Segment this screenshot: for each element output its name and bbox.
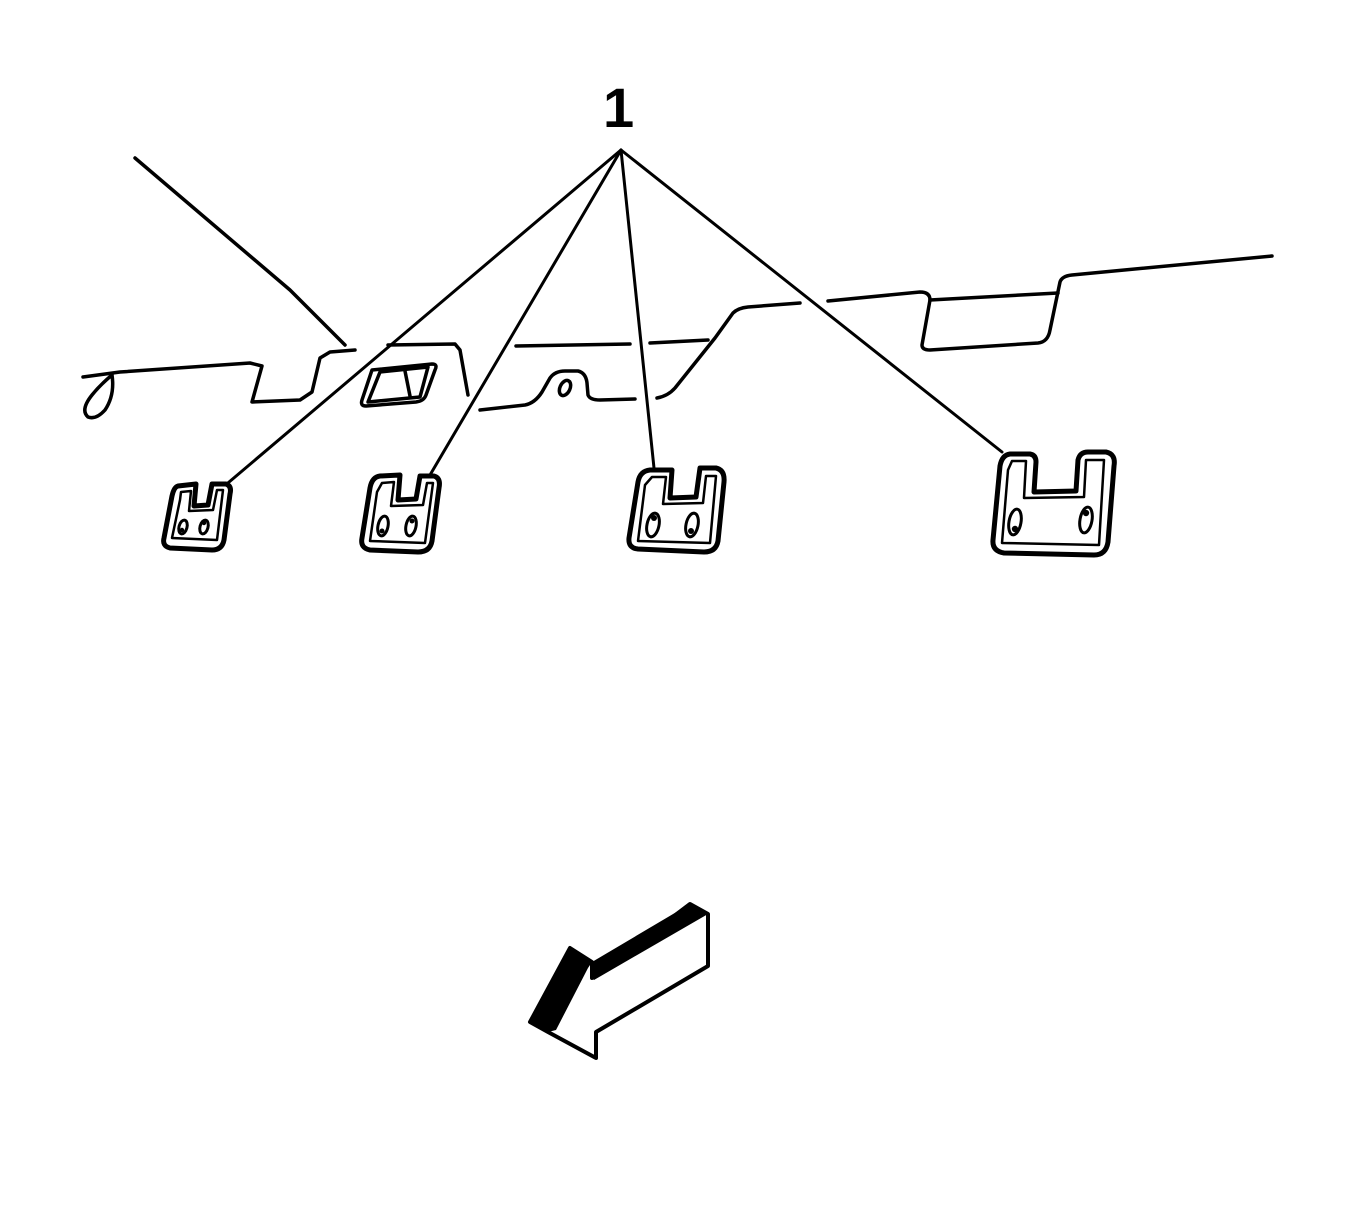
clip-3 bbox=[626, 465, 727, 555]
clip-2 bbox=[359, 472, 442, 555]
callout-leaders bbox=[220, 148, 1004, 490]
clip-4 bbox=[990, 449, 1117, 558]
direction-arrow-icon bbox=[528, 902, 710, 1060]
trim-panel-outline bbox=[81, 156, 1274, 420]
callout-label-1: 1 bbox=[603, 76, 635, 139]
clip-1 bbox=[161, 481, 233, 553]
